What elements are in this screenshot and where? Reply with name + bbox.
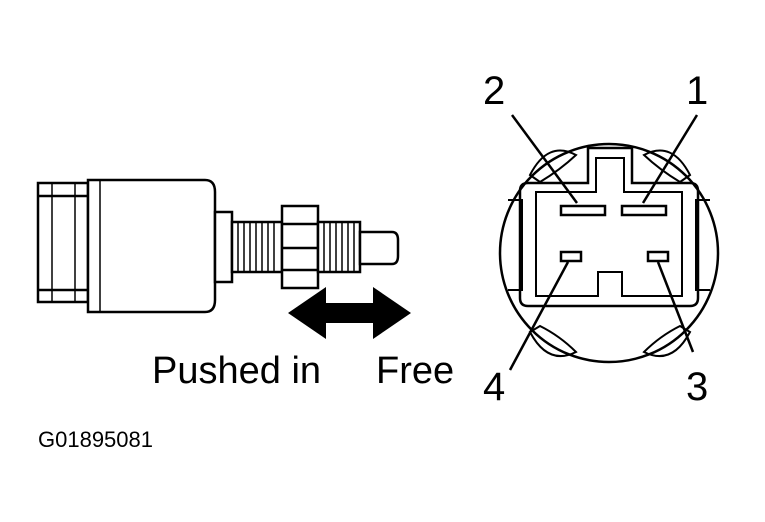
switch-neck [213,210,234,284]
terminal-1-slot [620,204,668,217]
leader-line-2 [510,114,579,204]
terminal-4-slot [559,250,583,263]
terminal-2-slot [559,204,607,217]
lug-bottom-left [528,324,578,357]
housing-inner [535,157,683,297]
thread-lines-2 [323,222,355,272]
connector-outer-circle [498,142,720,364]
lug-top-right [642,149,692,184]
free-label: Free [376,350,454,392]
lug-bottom-right [642,324,692,357]
terminal-label-1: 1 [686,69,708,113]
figure-code: G01895081 [38,427,153,452]
pushed-in-label: Pushed in [152,350,321,392]
connector-face [498,142,720,364]
terminal-label-2: 2 [483,69,505,113]
leader-lines [508,114,699,371]
thread-lines [237,222,275,272]
lug-top-left [528,149,578,184]
leader-line-1 [641,114,699,204]
switch-side-view [36,178,400,314]
leader-line-3 [656,261,695,353]
terminal-3-slot [646,250,670,263]
housing-outer [518,146,700,308]
leader-line-4 [508,261,570,371]
plunger [358,230,400,266]
thread-section-2 [316,220,362,274]
terminal-label-4: 4 [483,365,505,409]
connector-end [36,181,90,304]
double-arrow-icon [288,287,411,339]
side-rail-left [508,199,523,291]
switch-body [86,178,217,314]
terminal-label-3: 3 [686,365,708,409]
side-rail-right [695,199,710,291]
